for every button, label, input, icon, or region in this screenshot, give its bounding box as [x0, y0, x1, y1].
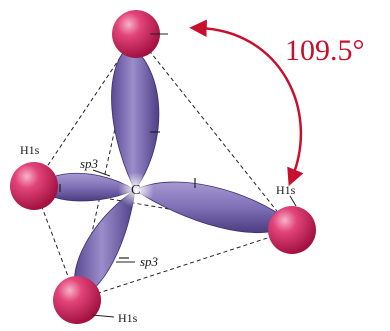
angle-label: 109.5° — [285, 34, 365, 67]
carbon-center-glow — [118, 172, 154, 208]
label-leaders — [91, 33, 297, 318]
hydrogen-label-right: H1s — [276, 183, 296, 197]
hydrogen-label-bottom: H1s — [118, 311, 138, 325]
hydrogen-atom-left — [10, 162, 58, 210]
tetrahedron-edges — [33, 33, 293, 301]
hydrogen-atom-bottom — [53, 276, 101, 324]
hydrogen-atoms — [10, 10, 316, 324]
carbon-label: C — [131, 183, 140, 198]
hydrogen-atom-right — [268, 206, 316, 254]
orbital-label-bottom: sp3 — [140, 254, 159, 269]
angle-arrow — [189, 19, 304, 187]
hydrogen-label-left: H1s — [20, 143, 40, 157]
hydrogen-atom-top — [112, 10, 160, 58]
orbital-label-left: sp3 — [80, 156, 99, 171]
orbital-lobe-top — [111, 44, 160, 191]
sp3-orbitals — [37, 44, 293, 299]
